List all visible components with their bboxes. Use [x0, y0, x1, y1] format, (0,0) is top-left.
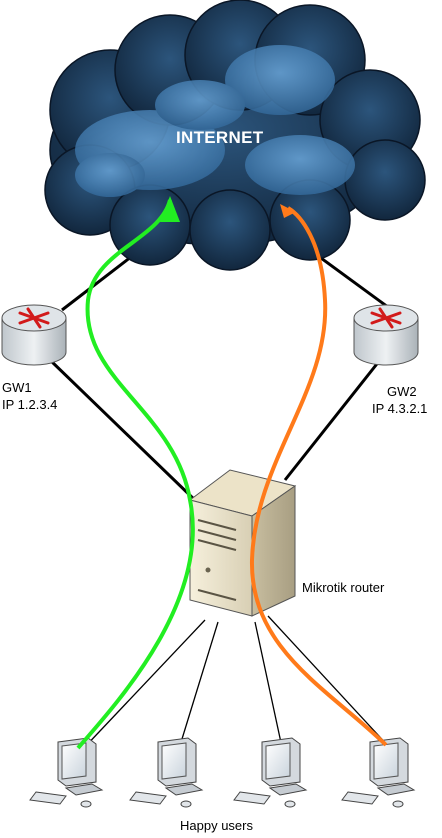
gw1-traffic-arrowhead	[160, 196, 180, 222]
gw1-router-icon	[1, 304, 67, 366]
gw2-ip-label: IP 4.3.2.1	[372, 401, 428, 416]
line-router-user3	[254, 621, 284, 753]
user-workstation-icon	[129, 737, 204, 808]
line-gw1-router	[48, 358, 202, 507]
user-workstation-icon	[233, 737, 308, 808]
line-router-user1	[81, 619, 206, 751]
gw2-traffic-path	[249, 206, 388, 747]
user-workstation-icon	[29, 737, 104, 808]
line-router-user4	[267, 615, 391, 749]
mikrotik-router-icon	[188, 469, 297, 617]
users-label: Happy users	[180, 818, 253, 833]
user-lines	[81, 615, 391, 753]
internet-cloud	[44, 0, 426, 271]
user-workstation-icon	[341, 737, 416, 808]
connection-lines	[48, 248, 393, 507]
gw1-name-label: GW1	[2, 380, 32, 395]
gw2-name-label: GW2	[387, 384, 417, 399]
gw1-ip-label: IP 1.2.3.4	[2, 397, 58, 412]
line-cloud-gw2	[309, 248, 393, 312]
line-router-user2	[177, 621, 219, 753]
gw2-traffic-arrowhead	[280, 204, 296, 218]
user-workstations	[29, 737, 416, 808]
gw1-traffic-path	[76, 199, 195, 750]
line-gw2-router	[283, 359, 382, 481]
line-cloud-gw1	[61, 248, 141, 312]
router-label: Mikrotik router	[302, 580, 385, 595]
internet-label: INTERNET	[176, 128, 264, 147]
gw2-router-icon	[353, 304, 419, 366]
